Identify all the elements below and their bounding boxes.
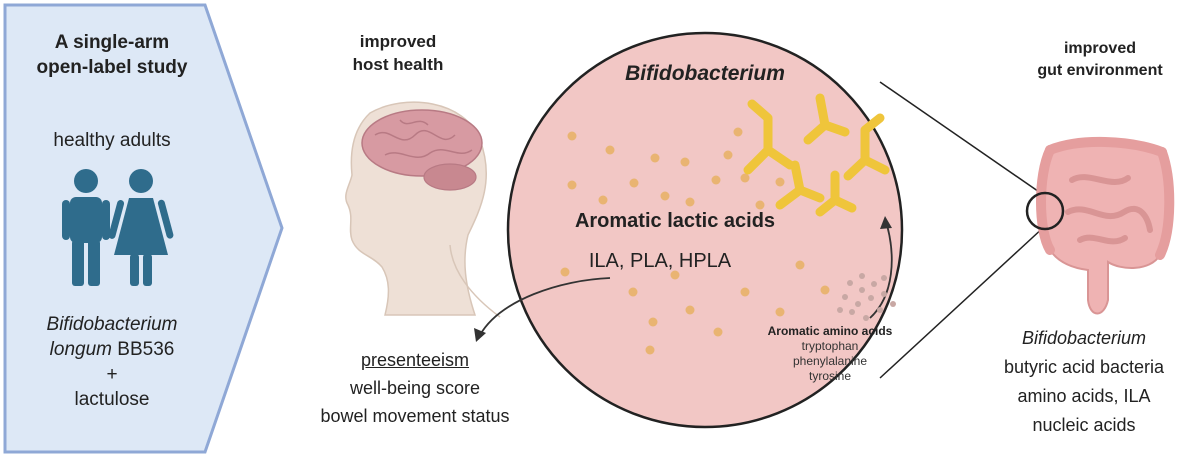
study-title-line1: A single-arm — [54, 32, 170, 53]
intervention-plus: + — [106, 364, 118, 385]
intervention-genus: Bifidobacterium — [46, 314, 178, 335]
amino-acids-title: Aromatic amino acids — [767, 324, 893, 338]
outcome-presenteeism: presenteeism — [360, 350, 470, 370]
amino-acid-dots — [837, 273, 896, 321]
man-icon — [62, 169, 110, 286]
amino-tyrosine: tyrosine — [808, 369, 852, 383]
host-outcomes: presenteeism well-being score bowel move… — [265, 346, 565, 430]
bifidobacteria-icons — [743, 93, 890, 217]
arrow-to-host-head — [474, 328, 486, 342]
amino-acids-block: Aromatic amino acids tryptophan phenylal… — [730, 324, 930, 384]
magnified-circle — [506, 31, 904, 429]
gut-item-amino: amino acids, ILA — [1017, 386, 1151, 406]
gut-title-line1: improved — [1063, 40, 1136, 57]
arrow-from-amino-head — [880, 216, 892, 229]
study-panel — [3, 3, 284, 454]
outcome-bowel: bowel movement status — [320, 406, 510, 426]
brain-icon — [361, 109, 483, 191]
head-illustration — [345, 101, 501, 318]
amino-phenylalanine: phenylalanine — [792, 354, 868, 368]
population-label: healthy adults — [53, 130, 171, 151]
gut-items: Bifidobacterium butyric acid bacteria am… — [970, 324, 1198, 440]
gut-item-butyric: butyric acid bacteria — [1003, 357, 1165, 377]
intervention-strain: longum BB536 — [12, 337, 212, 362]
neck-line — [449, 244, 501, 318]
gut-title: improved gut environment — [1010, 38, 1190, 82]
study-title: A single-arm open-label study — [12, 30, 212, 80]
intervention-strain-id: BB536 — [112, 339, 175, 360]
host-title-line1: improved — [359, 32, 437, 51]
gut-item-bifido: Bifidobacterium — [1021, 328, 1147, 348]
gut-icon — [1036, 136, 1175, 315]
intervention-species: longum — [49, 339, 112, 360]
center-title: Bifidobacterium — [625, 62, 785, 85]
gut-zoom-loop — [1025, 191, 1065, 231]
woman-icon — [108, 169, 174, 286]
gut-title-line2: gut environment — [1037, 62, 1163, 79]
host-title-line2: host health — [352, 55, 444, 74]
zoom-line-top — [879, 81, 1046, 197]
intervention: Bifidobacterium longum BB536 + lactulose — [12, 312, 212, 412]
arrow-to-host — [479, 277, 611, 336]
study-title-line2: open-label study — [36, 57, 188, 78]
lactic-acids-list: ILA, PLA, HPLA — [588, 250, 732, 272]
gut-item-nucleic: nucleic acids — [1032, 415, 1136, 435]
amino-tryptophan: tryptophan — [801, 339, 859, 353]
intervention-lactulose: lactulose — [74, 389, 150, 410]
lactic-acid-dots — [560, 127, 840, 355]
host-title: improved host health — [318, 30, 478, 76]
zoom-line-bottom — [879, 225, 1046, 379]
lactic-acids-label: Aromatic lactic acids — [574, 210, 776, 232]
outcome-wellbeing: well-being score — [349, 378, 481, 398]
